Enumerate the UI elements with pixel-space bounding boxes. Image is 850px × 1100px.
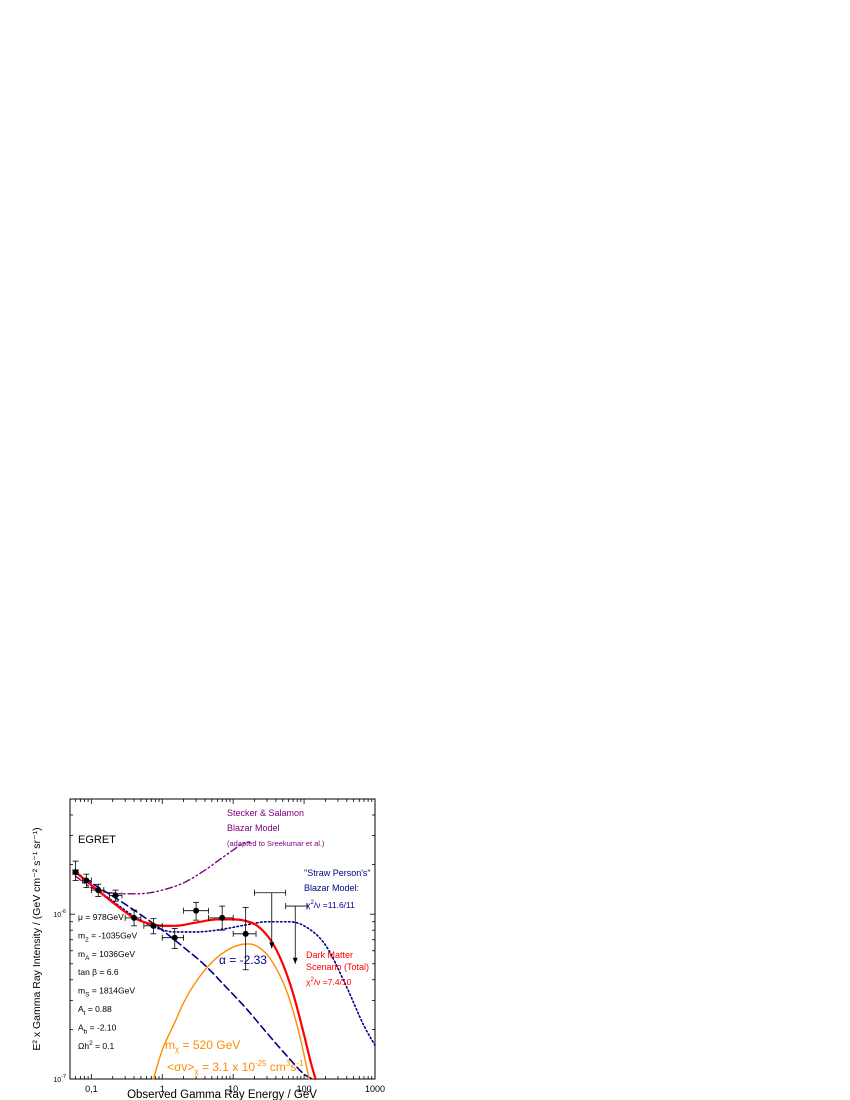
- parameter-line: Ωh2 = 0.1: [78, 1040, 114, 1051]
- egret-point: [72, 860, 79, 881]
- series-line-1: [74, 841, 251, 895]
- data-marker: [171, 934, 178, 941]
- series-line-3: [74, 871, 313, 1080]
- egret-point: [90, 883, 105, 897]
- stecker-label-line-2: Blazar Model: [227, 823, 280, 833]
- upper-limit: [285, 903, 308, 964]
- straw-person-label: "Straw Person's" Blazar Model: χ2/ν =11.…: [304, 868, 371, 910]
- data-marker: [242, 930, 249, 937]
- straw-chi2: χ2/ν =11.6/11: [306, 900, 355, 910]
- data-marker: [72, 869, 79, 876]
- data-marker: [131, 914, 138, 921]
- egret-point: [82, 873, 92, 888]
- upper-limit-arrow: [269, 942, 275, 949]
- x-tick-label: 10: [228, 1084, 238, 1094]
- stecker-label: Stecker & Salamon Blazar Model (adapted …: [227, 808, 325, 848]
- series-line-5: [152, 943, 310, 1080]
- dm-chi2-value: =7.4/10: [323, 977, 352, 987]
- dm-label-line-1: Dark Matter: [306, 950, 353, 960]
- parameter-line: mS = 1814GeV: [78, 986, 135, 999]
- egret-point: [109, 889, 123, 902]
- parameter-line: tan β = 6.6: [78, 967, 119, 977]
- straw-chi2-value: =11.6/11: [323, 900, 355, 910]
- dm-chi2: χ2/ν =7.4/10: [306, 977, 352, 987]
- parameter-line: At = 0.88: [78, 1004, 112, 1017]
- upper-limit: [254, 889, 287, 949]
- y-tick-label: 10-6: [53, 909, 66, 919]
- dark-matter-label: Dark Matter Scenario (Total) χ2/ν =7.4/1…: [306, 950, 369, 987]
- x-axis-label: Observed Gamma Ray Energy / GeV: [127, 1089, 317, 1100]
- straw-label-line-2: Blazar Model:: [304, 883, 359, 893]
- parameter-line: μ = 978GeV: [78, 912, 124, 922]
- stecker-label-line-3: (adapted to Sreekumar et al.): [227, 839, 325, 848]
- egret-point: [143, 918, 163, 935]
- egret-point: [124, 909, 142, 927]
- egret-label: EGRET: [78, 834, 116, 846]
- x-tick-label: 100: [297, 1084, 312, 1094]
- series-line-2: [74, 871, 376, 1047]
- y-tick-label: 10-7: [53, 1074, 66, 1084]
- upper-limit-arrow: [292, 957, 298, 964]
- dm-label-line-2: Scenario (Total): [306, 962, 369, 972]
- susy-parameters: μ = 978GeV m2 = -1035GeV mA = 1036GeV tan β…: [78, 912, 137, 1051]
- data-marker: [150, 922, 157, 929]
- x-tick-label: 1000: [365, 1084, 385, 1094]
- egret-point: [232, 906, 257, 971]
- egret-points-layer: [72, 860, 308, 971]
- data-marker: [83, 877, 90, 884]
- sigma-v-text: <σv>χ = 3.1 x 10-25 cm3s-1: [167, 1059, 304, 1076]
- parameter-line: m2 = -1035GeV: [78, 930, 137, 943]
- data-marker: [193, 907, 200, 914]
- data-marker: [112, 892, 119, 899]
- data-marker: [95, 887, 102, 894]
- x-tick-label: 0,1: [85, 1084, 98, 1094]
- egret-point: [183, 901, 209, 921]
- x-tick-label: 1: [160, 1084, 165, 1094]
- parameter-line: mA = 1036GeV: [78, 949, 135, 962]
- egret-point: [208, 905, 234, 931]
- egret-point: [161, 927, 185, 949]
- parameter-line: Ab = -2.10: [78, 1022, 117, 1035]
- mchi-text: mχ = 520 GeV: [165, 1038, 240, 1054]
- mchi-label: mχ = 520 GeV <σv>χ = 3.1 x 10-25 cm3s-1: [165, 1038, 304, 1076]
- y-axis-label: E² x Gamma Ray Intensity / (GeV cm⁻² s⁻¹…: [31, 827, 43, 1050]
- stecker-label-line-1: Stecker & Salamon: [227, 808, 304, 818]
- straw-label-line-1: "Straw Person's": [304, 868, 371, 878]
- data-marker: [219, 914, 226, 921]
- alpha-label: α = -2.33: [219, 953, 267, 967]
- axis-ticks-layer: 0,1 1 10 100 1000 10-7 10-6: [53, 798, 385, 1094]
